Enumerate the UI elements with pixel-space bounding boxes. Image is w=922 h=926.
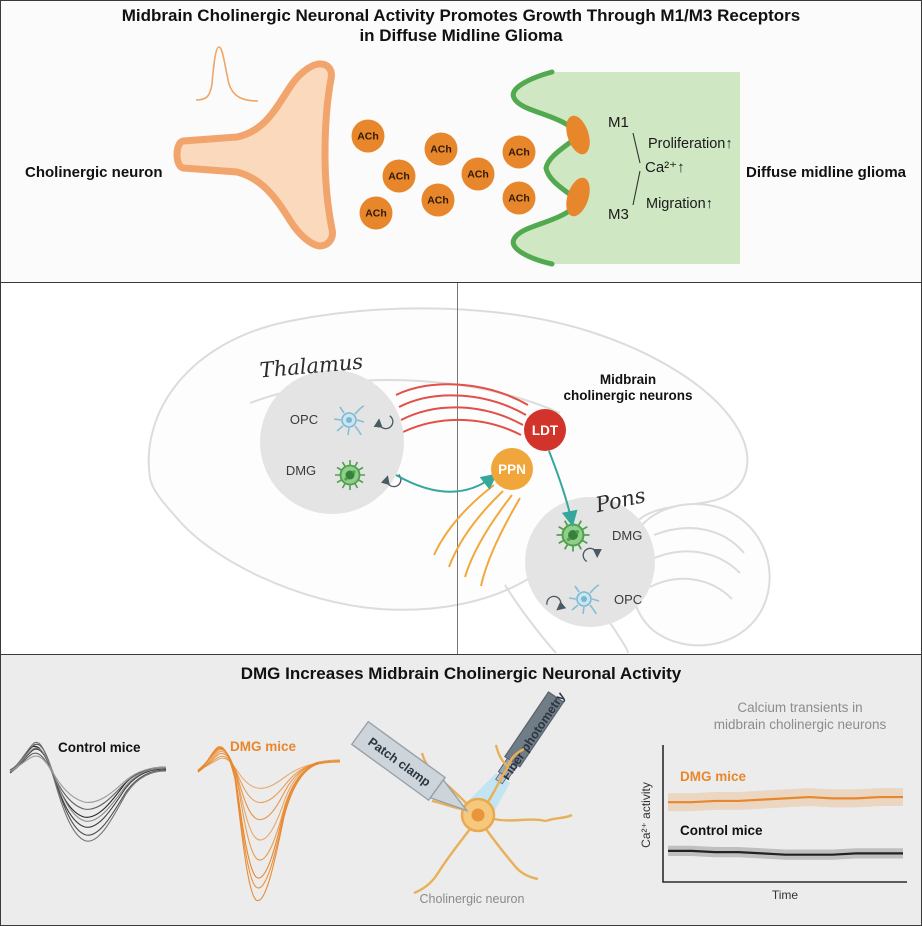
ldt-projection-arcs (395, 383, 529, 436)
cholinergic-neuron-label: Cholinergic neuron (25, 164, 163, 181)
opc-label-pons: OPC (614, 592, 642, 607)
pons-circle-bg (525, 497, 655, 627)
proliferation-label: Proliferation↑ (648, 136, 733, 152)
midbrain-label-line1: Midbrain (600, 372, 656, 387)
ppn-label: PPN (498, 462, 526, 477)
ach-label: ACh (427, 195, 449, 207)
ldt-label: LDT (532, 423, 559, 438)
dmg-label-pons: DMG (612, 528, 642, 543)
m1-receptor-label: M1 (608, 114, 629, 131)
panel-activity-bg (0, 655, 922, 926)
ach-molecule-5: ACh (421, 183, 455, 217)
chart-dmg-series-label: DMG mice (680, 769, 747, 784)
calcium-chart: Calcium transients in midbrain cholinerg… (639, 700, 907, 902)
neuron-nucleus (471, 808, 485, 822)
teal-connection-arrows (395, 450, 578, 527)
dmg-trace-label: DMG mice (230, 739, 297, 754)
glioma-cell-graphic (510, 69, 740, 267)
figure-title-line1: Midbrain Cholinergic Neuronal Activity P… (122, 6, 801, 25)
thalamus-to-ppn-arrow (395, 473, 498, 493)
receptor-calcium-connector-lines (632, 132, 641, 206)
dmg-traces-graphic (197, 746, 341, 902)
chart-error-band (668, 788, 903, 812)
chart-title-line1: Calcium transients in (737, 700, 862, 715)
glioma-cell-edge (510, 69, 578, 267)
thalamus-zoom-circle: OPC DMG (260, 370, 404, 514)
axon-terminal-shape (173, 60, 336, 250)
ach-molecule-1: ACh (351, 119, 385, 153)
ach-molecule-6: ACh (461, 157, 495, 191)
chart-title-line2: midbrain cholinergic neurons (714, 717, 887, 732)
ach-molecule-3: ACh (424, 132, 458, 166)
ach-label: ACh (357, 131, 379, 143)
panel-activity-title: DMG Increases Midbrain Cholinergic Neuro… (241, 664, 682, 683)
opc-label-thalamus: OPC (290, 412, 318, 427)
ldt-nucleus: LDT (524, 409, 566, 451)
midbrain-label-line2: cholinergic neurons (563, 388, 692, 403)
glioma-label: Diffuse midline glioma (746, 164, 907, 181)
control-traces-graphic (9, 741, 167, 842)
m3-receptor-label: M3 (608, 206, 629, 223)
dmg-label-thalamus: DMG (286, 463, 316, 478)
migration-label: Migration↑ (646, 196, 713, 212)
ach-label: ACh (508, 193, 530, 205)
figure-title-line2: in Diffuse Midline Glioma (359, 26, 563, 45)
chart-ylabel: Ca²⁺ activity (639, 782, 653, 848)
ppn-nucleus: PPN (491, 448, 533, 490)
cerebellum-folds (647, 527, 745, 600)
calcium-chart-plot (668, 788, 903, 860)
panel-mechanism: Midbrain Cholinergic Neuronal Activity P… (0, 0, 922, 283)
illustration-neuron-caption: Cholinergic neuron (420, 892, 525, 906)
chart-control-series-label: Control mice (680, 823, 763, 838)
ach-label: ACh (365, 208, 387, 220)
ach-molecules: ACh ACh ACh ACh ACh ACh ACh ACh (351, 119, 536, 230)
ppn-projection-arcs (433, 484, 521, 587)
ach-molecule-7: ACh (502, 135, 536, 169)
m1-receptor-icon (566, 115, 590, 155)
pons-zoom-circle: DMG OPC (525, 497, 655, 627)
chart-series-line (668, 849, 903, 856)
ldt-to-pons-arrow (548, 450, 578, 527)
activity-spike-trace-icon (195, 46, 259, 102)
cholinergic-neuron-terminal-graphic (173, 46, 336, 250)
ach-label: ACh (388, 171, 410, 183)
calcium-increase-label: Ca²⁺↑ (645, 159, 685, 176)
ach-label: ACh (467, 169, 489, 181)
panel-mechanism-bg (0, 0, 922, 283)
ldt-circle (524, 409, 566, 451)
ach-label: ACh (508, 147, 530, 159)
panel-activity: DMG Increases Midbrain Cholinergic Neuro… (0, 655, 922, 926)
panel-brain-map: OPC DMG DMG OPC LDT P (0, 283, 922, 655)
chart-series-line (668, 795, 903, 804)
ach-label: ACh (430, 144, 452, 156)
ach-molecule-2: ACh (382, 159, 416, 193)
chart-axes (662, 745, 907, 883)
chart-error-band (668, 845, 903, 860)
control-trace-label: Control mice (58, 740, 141, 755)
thalamus-circle-bg (260, 370, 404, 514)
ach-molecule-4: ACh (359, 196, 393, 230)
ppn-circle (491, 448, 533, 490)
m3-receptor-icon (566, 177, 590, 217)
ach-molecule-8: ACh (502, 181, 536, 215)
chart-xlabel: Time (772, 888, 799, 902)
